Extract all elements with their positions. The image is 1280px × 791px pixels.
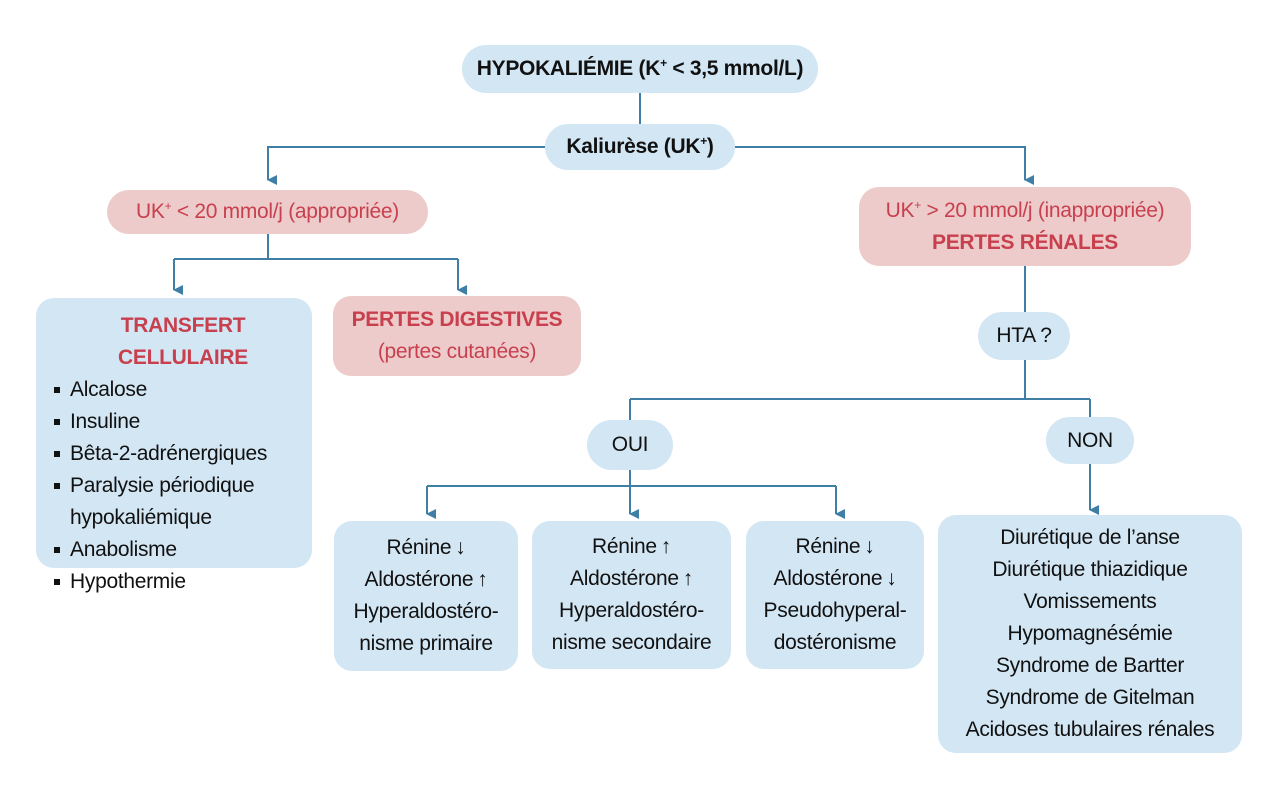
hta-node: HTA ? [978, 312, 1070, 360]
non-causes-box: Diurétique de l’anse Diurétique thiazidi… [938, 515, 1242, 753]
transfert-list: Alcalose Insuline Bêta-2-adrénergiques P… [54, 374, 280, 598]
arrow-down-icon: ↓ [886, 567, 897, 590]
list-item: Diurétique de l’anse [1000, 526, 1180, 549]
low-uk-node: UK+ < 20 mmol/j (appropriée) [107, 190, 428, 234]
list-item: Syndrome de Bartter [995, 654, 1185, 677]
root-label: HYPOKALIÉMIE (K [476, 57, 661, 80]
list-item: Bêta-2-adrénergiques [54, 438, 280, 470]
list-item: Syndrome de Gitelman [985, 686, 1195, 709]
arrow-up-icon: ↑ [477, 568, 488, 591]
low-uk-label: < 20 mmol/j (appropriée) [171, 200, 399, 223]
list-item: Insuline [54, 406, 280, 438]
hyperaldosteronisme-secondaire-box: Rénine↑ Aldostérone↑ Hyperaldostéro- nis… [532, 521, 731, 669]
list-item: Hypothermie [54, 566, 280, 598]
kaliurese-label: Kaliurèse (UK [566, 135, 701, 158]
pertes-renales-label: PERTES RÉNALES [932, 230, 1118, 254]
arrow-down-icon: ↓ [455, 536, 466, 559]
oui-node: OUI [587, 420, 673, 470]
list-item: Alcalose [54, 374, 280, 406]
list-item: Anabolisme [54, 534, 280, 566]
arrow-up-icon: ↑ [682, 567, 694, 590]
hta-label: HTA ? [996, 324, 1052, 347]
kaliurese-node: Kaliurèse (UK+) [545, 124, 735, 170]
oui-label: OUI [611, 433, 649, 456]
transfert-title: TRANSFERT CELLULAIRE [118, 314, 248, 369]
arrow-down-icon: ↓ [864, 535, 875, 558]
digestives-subtitle: (pertes cutanées) [377, 340, 537, 363]
list-item: Hypomagnésémie [1007, 622, 1173, 645]
list-item: Paralysie périodique hypokaliémique [54, 470, 280, 534]
list-item: Diurétique thiazidique [992, 558, 1188, 581]
pertes-digestives-box: PERTES DIGESTIVES (pertes cutanées) [333, 296, 581, 376]
transfert-cellulaire-box: TRANSFERT CELLULAIRE Alcalose Insuline B… [36, 298, 312, 593]
hypokaliemie-node: HYPOKALIÉMIE (K+ < 3,5 mmol/L) [462, 45, 818, 93]
high-uk-node: UK+ > 20 mmol/j (inappropriée) PERTES RÉ… [859, 187, 1191, 266]
digestives-title: PERTES DIGESTIVES [351, 308, 563, 331]
high-uk-label: > 20 mmol/j (inappropriée) [920, 198, 1165, 222]
list-item: Acidoses tubulaires rénales [965, 718, 1215, 741]
list-item: Vomissements [1023, 590, 1157, 613]
non-node: NON [1046, 417, 1134, 464]
pseudohyperaldosteronisme-box: Rénine↓ Aldostérone↓ Pseudohyperal- dost… [746, 521, 924, 669]
arrow-up-icon: ↑ [660, 535, 672, 558]
hyperaldosteronisme-primaire-box: Rénine↓ Aldostérone↑ Hyperaldostéro- nis… [334, 521, 518, 671]
non-label: NON [1067, 428, 1113, 452]
